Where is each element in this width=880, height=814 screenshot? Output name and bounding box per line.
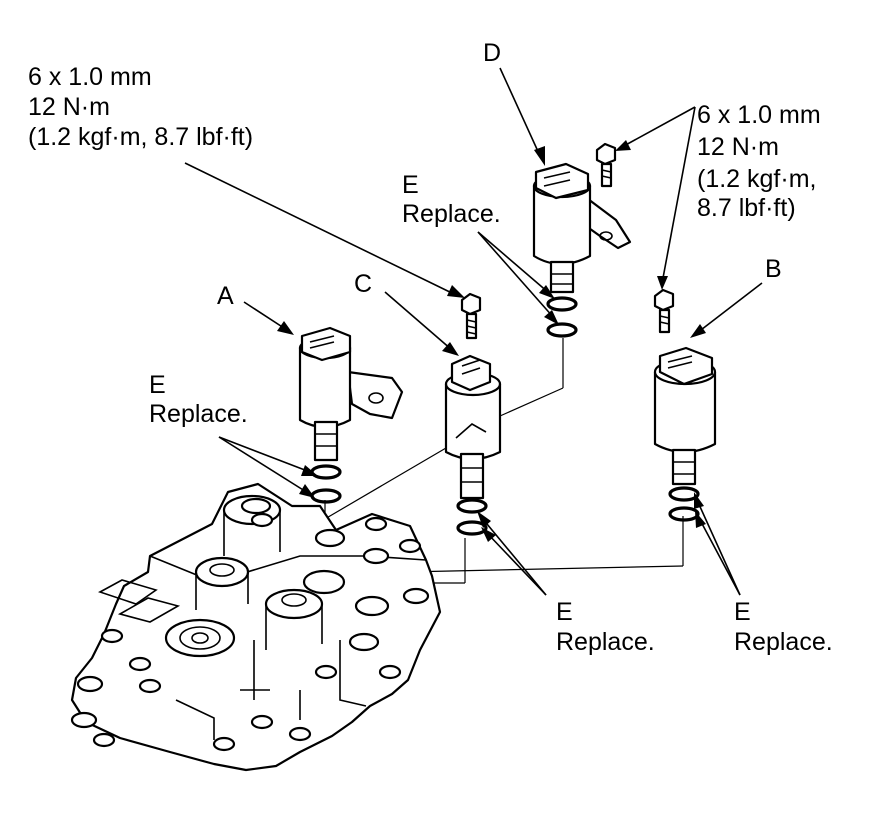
bolt-right-torque-alt-2: 8.7 lbf·ft) [697,194,796,222]
replace-note-b: Replace. [734,628,833,656]
solenoid-a [298,326,404,462]
replace-note-d: Replace. [402,200,501,228]
valve-body [70,482,442,772]
bolt-left-size: 6 x 1.0 mm [28,63,152,91]
bolt-c [460,292,482,340]
leader-lines [184,106,696,584]
solenoid-b [653,346,717,522]
label-c: C [354,270,372,298]
arrows [218,67,763,596]
label-a: A [217,282,234,310]
label-b: B [765,255,782,283]
bolt-left-torque: 12 N·m [28,93,110,121]
bolt-right-torque: 12 N·m [697,133,779,161]
label-e-d: E [402,171,419,199]
label-e-b: E [734,598,751,626]
replace-note-c: Replace. [556,628,655,656]
label-d: D [483,39,501,67]
bolt-left-torque-alt: (1.2 kgf·m, 8.7 lbf·ft) [28,123,253,151]
o-rings-a [310,464,342,504]
bolt-d [595,142,617,188]
solenoid-c [444,354,502,536]
replace-note-a: Replace. [149,400,248,428]
bolt-right-torque-alt-1: (1.2 kgf·m, [697,165,816,193]
label-e-a: E [149,371,166,399]
solenoid-d [532,162,632,338]
label-e-c: E [556,598,573,626]
bolt-right-size: 6 x 1.0 mm [697,101,821,129]
bolt-b [653,288,675,334]
